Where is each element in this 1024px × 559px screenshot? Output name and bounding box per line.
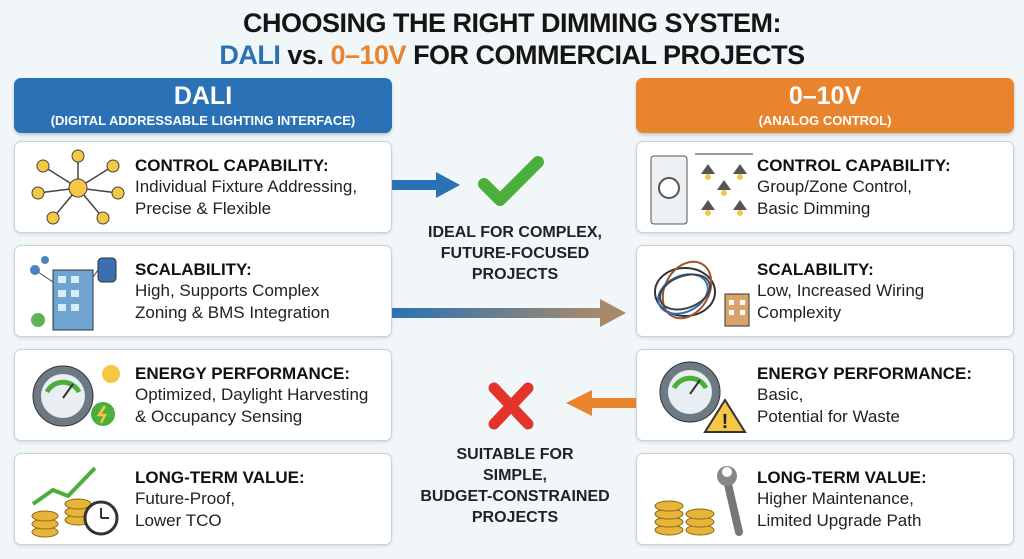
meter-warning-icon: ! <box>645 356 755 436</box>
tangled-wires-icon <box>645 252 755 332</box>
dali-subtitle: (DIGITAL ADDRESSABLE LIGHTING INTERFACE) <box>50 113 356 128</box>
cross-icon <box>488 382 534 430</box>
dali-name: DALI <box>173 82 233 110</box>
card-line: & Occupancy Sensing <box>135 407 303 426</box>
meter-sun-icon <box>23 356 133 436</box>
card-line: Basic Dimming <box>757 199 871 218</box>
card-line: Complexity <box>757 303 842 322</box>
dimmer-pendants-icon <box>645 148 755 228</box>
analog-card-control: CONTROL CAPABILITY: Group/Zone Control, Ba… <box>636 141 1014 233</box>
title-line-1: CHOOSING THE RIGHT DIMMING SYSTEM: <box>242 8 782 38</box>
card-heading: CONTROL CAPABILITY: <box>757 156 951 175</box>
title-dali: DALI <box>219 40 281 70</box>
check-icon <box>478 156 544 206</box>
dali-card-value: LONG-TERM VALUE: Future-Proof, Lower TCO <box>14 453 392 545</box>
svg-text:!: ! <box>722 411 729 433</box>
dali-card-control: CONTROL CAPABILITY: Individual Fixture Ad… <box>14 141 392 233</box>
title-line-2: DALI vs. 0–10V FOR COMMERCIAL PROJECTS <box>0 40 1024 71</box>
card-line: Lower TCO <box>135 511 222 530</box>
dali-card-energy: ENERGY PERFORMANCE: Optimized, Daylight H… <box>14 349 392 441</box>
card-line: Limited Upgrade Path <box>757 511 922 530</box>
card-line: Individual Fixture Addressing, <box>135 177 358 196</box>
card-line: Basic, <box>757 385 804 404</box>
analog-card-value: LONG-TERM VALUE: Higher Maintenance, Limit… <box>636 453 1014 545</box>
card-heading: ENERGY PERFORMANCE: <box>757 364 973 383</box>
analog-card-energy: ! ENERGY PERFORMANCE: Basic, Potential for… <box>636 349 1014 441</box>
title-vs: vs. <box>287 40 324 70</box>
card-line: Higher Maintenance, <box>757 489 914 508</box>
coins-growth-icon <box>23 460 133 540</box>
arrow-blue-to-orange-icon <box>392 299 626 327</box>
analog-subtitle: (ANALOG CONTROL) <box>758 113 892 128</box>
card-heading: CONTROL CAPABILITY: <box>135 156 329 175</box>
dali-header: DALI (DIGITAL ADDRESSABLE LIGHTING INTERF… <box>14 78 392 133</box>
card-line: Precise & Flexible <box>135 199 272 218</box>
card-line: Group/Zone Control, <box>757 177 912 196</box>
card-line: Zoning & BMS Integration <box>135 303 330 322</box>
card-line: Future-Proof, <box>135 489 236 508</box>
analog-header: 0–10V (ANALOG CONTROL) <box>636 78 1014 133</box>
card-heading: SCALABILITY: <box>135 260 252 279</box>
arrow-left-orange-icon <box>566 390 636 416</box>
card-line: Low, Increased Wiring <box>757 281 925 300</box>
arrow-right-blue-icon <box>392 172 460 198</box>
coins-wrench-icon <box>645 460 755 540</box>
title-010v: 0–10V <box>330 40 407 70</box>
card-line: High, Supports Complex <box>135 281 320 300</box>
card-heading: LONG-TERM VALUE: <box>135 468 305 487</box>
title-rest: FOR COMMERCIAL PROJECTS <box>413 40 805 70</box>
card-heading: LONG-TERM VALUE: <box>757 468 927 487</box>
card-line: Optimized, Daylight Harvesting <box>135 385 369 404</box>
card-heading: ENERGY PERFORMANCE: <box>135 364 351 383</box>
card-heading: SCALABILITY: <box>757 260 874 279</box>
card-line: Potential for Waste <box>757 407 900 426</box>
building-network-icon <box>23 252 133 332</box>
bulb-network-icon <box>23 148 133 228</box>
analog-name: 0–10V <box>788 82 862 110</box>
